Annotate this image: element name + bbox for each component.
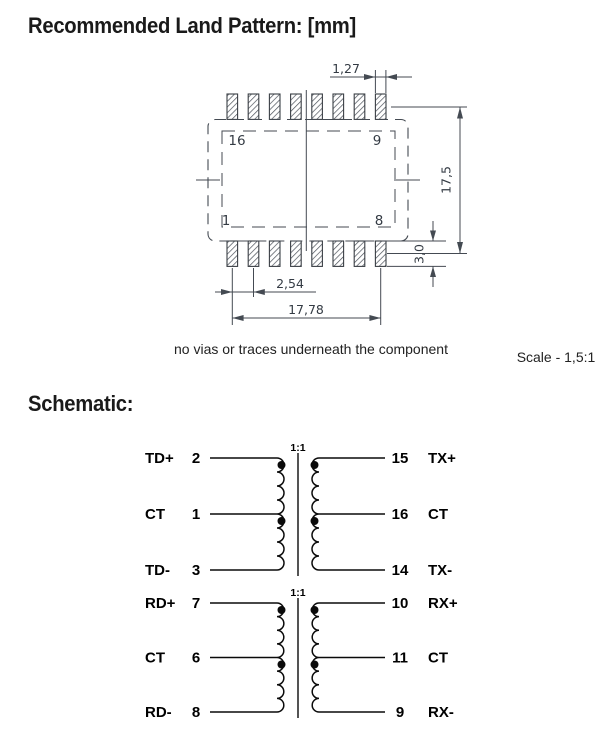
pin-number-9: 9 (373, 133, 382, 149)
arrowhead (430, 230, 436, 241)
phase-dot (277, 660, 286, 669)
pin-number-8: 8 (375, 213, 384, 229)
arrowhead (232, 315, 244, 321)
pin-number: 1 (192, 506, 200, 523)
pad-hatched (268, 93, 281, 120)
signal-label: RX+ (428, 595, 458, 612)
pad-hatched (226, 93, 239, 120)
pad-hatched (268, 240, 281, 267)
pad-hatched (226, 240, 239, 267)
arrowhead (457, 107, 463, 119)
pin-number: 9 (396, 704, 404, 721)
phase-dot (310, 461, 319, 469)
signal-label: CT (428, 650, 448, 667)
pad-hatched (290, 240, 302, 267)
pin-number: 10 (392, 595, 409, 612)
pad-hatched (374, 93, 387, 120)
arrowhead (457, 242, 463, 254)
dim-value: 17,5 (439, 166, 454, 194)
dim-pattern-height: 17,5 (387, 106, 467, 254)
signal-label: TD+ (145, 450, 174, 467)
pad-hatched (332, 93, 345, 120)
pin-number: 6 (192, 650, 200, 667)
dim-value: 3,0 (412, 244, 427, 264)
signal-label: CT (428, 506, 448, 523)
phase-dot (310, 517, 319, 525)
section-title-schematic: Schematic: (28, 391, 134, 416)
dim-value: 17,78 (288, 302, 324, 317)
secondary-winding (311, 457, 320, 571)
phase-dot (277, 517, 286, 525)
phase-dot (277, 606, 286, 614)
pin-number: 7 (192, 595, 200, 612)
body-outline-dashed (221, 130, 396, 228)
section-title-land-pattern: Recommended Land Pattern: [mm] (28, 13, 356, 38)
arrowhead (430, 266, 436, 277)
pad-hatched (332, 240, 345, 267)
land-pattern-diagram: 16 9 1 8 1,27 17,5 (174, 61, 595, 365)
pin-number-1: 1 (222, 213, 231, 229)
signal-label: TX- (428, 562, 452, 579)
pin-number: 3 (192, 562, 200, 579)
pin-number: 11 (392, 650, 408, 667)
dim-value: 2,54 (276, 276, 304, 291)
dim-pad-height: 3,0 (387, 221, 446, 287)
arrowhead (221, 289, 233, 295)
dim-pad-width: 1,27 (330, 61, 412, 93)
pin-number: 8 (192, 704, 200, 721)
pad-hatched (247, 240, 260, 267)
dim-value: 1,27 (332, 61, 360, 76)
signal-label: CT (145, 650, 165, 667)
pad-hatched (290, 93, 302, 120)
arrowhead (364, 74, 376, 80)
signal-label: CT (145, 506, 165, 523)
primary-winding (276, 602, 285, 713)
phase-dot (310, 606, 319, 614)
transformer-1: 1:1 TD+ 2 15 TX+ CT 1 16 (145, 442, 456, 579)
turns-ratio: 1:1 (290, 587, 305, 599)
signal-label: TD- (145, 562, 170, 579)
pin-number: 15 (392, 450, 409, 467)
dim-pad-pitch: 2,54 (215, 268, 316, 325)
pad-hatched (247, 93, 260, 120)
phase-dot (310, 660, 319, 669)
transformer-2: 1:1 RD+ 7 10 RX+ CT 6 11 CT RD- 8 9 (145, 587, 458, 721)
arrowhead (369, 315, 381, 321)
pad-hatched (353, 93, 366, 120)
signal-label: RX- (428, 704, 454, 721)
phase-dot (277, 461, 286, 469)
schematic-diagram: 1:1 TD+ 2 15 TX+ CT 1 16 (145, 442, 458, 721)
signal-label: RD- (145, 704, 172, 721)
signal-label: TX+ (428, 450, 456, 467)
pad-hatched (311, 93, 323, 120)
arrowhead (253, 289, 265, 295)
pin-number-16: 16 (228, 133, 245, 149)
scale-label: Scale - 1,5:1 (517, 349, 596, 365)
secondary-winding (311, 602, 320, 713)
pad-hatched (311, 240, 323, 267)
no-vias-note: no vias or traces underneath the compone… (174, 341, 448, 357)
signal-label: RD+ (145, 595, 176, 612)
pin-number: 16 (392, 506, 409, 523)
pin-number: 14 (392, 562, 409, 579)
pad-hatched (374, 240, 387, 267)
dim-pattern-width: 17,78 (232, 268, 382, 325)
pad-hatched (353, 240, 366, 267)
primary-winding (276, 457, 285, 571)
turns-ratio: 1:1 (290, 442, 305, 454)
pin-number: 2 (192, 450, 200, 467)
arrowhead (385, 74, 397, 80)
